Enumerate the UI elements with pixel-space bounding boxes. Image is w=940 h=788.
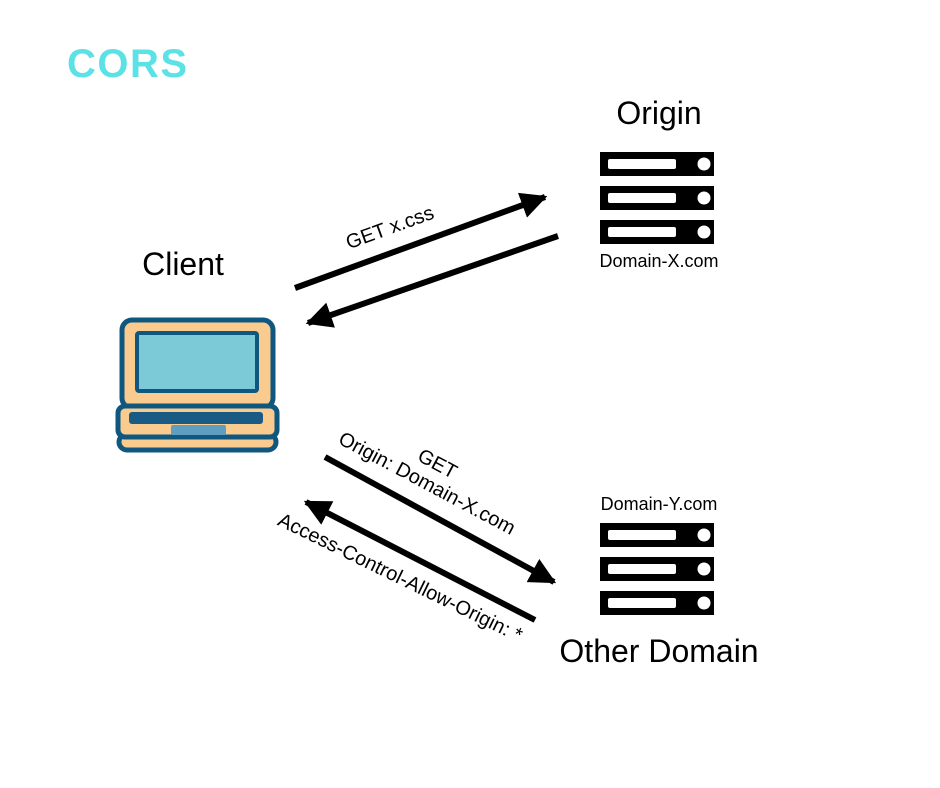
arrow-response-from-origin <box>305 233 559 328</box>
laptop-icon <box>115 316 280 454</box>
origin-server-label: Origin <box>616 95 702 131</box>
origin-server-icon <box>600 152 714 244</box>
origin-server-domain: Domain-X.com <box>599 251 719 271</box>
other-server-domain: Domain-Y.com <box>600 494 718 514</box>
arrow-request-to-other <box>323 454 557 585</box>
arrow-request-to-origin <box>293 192 548 291</box>
client-label: Client <box>142 246 224 282</box>
diagram-title: CORS <box>67 42 189 86</box>
other-server-label: Other Domain <box>559 633 759 669</box>
arrow-response-from-other <box>303 499 537 623</box>
other-server-icon <box>600 523 714 615</box>
